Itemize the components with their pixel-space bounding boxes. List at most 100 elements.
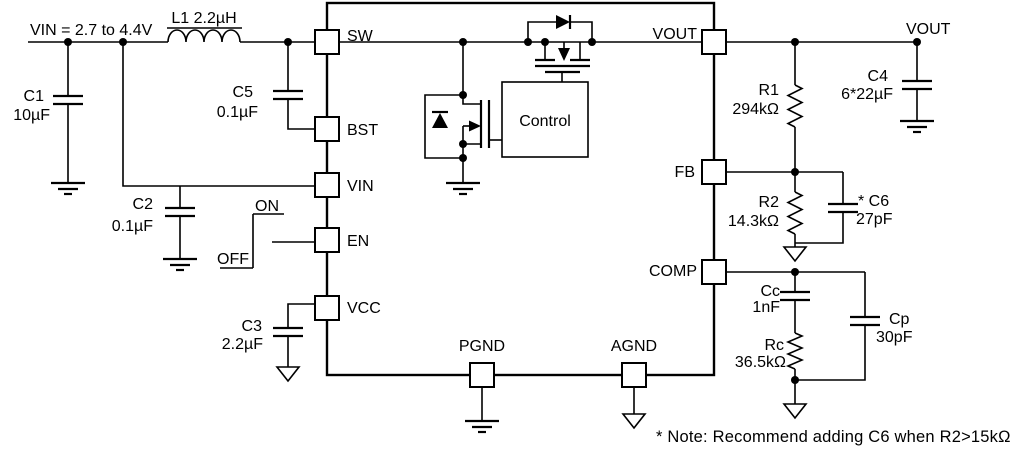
wire xyxy=(726,171,844,247)
pin-agnd: AGND xyxy=(611,338,657,388)
ground-earth-icon xyxy=(446,181,480,196)
capacitor-c5: C5 0.1µF xyxy=(217,42,315,130)
junction-dot xyxy=(913,38,921,46)
pin-agnd-label: AGND xyxy=(611,338,657,355)
pin-comp-label: COMP xyxy=(649,263,697,280)
junction-dot xyxy=(524,38,532,46)
c6-value: 27pF xyxy=(856,211,893,228)
ground-earth-icon xyxy=(465,419,499,434)
pin-vcc: VCC xyxy=(314,295,381,321)
cc-value: 1nF xyxy=(752,299,780,316)
c3-value: 2.2µF xyxy=(222,336,263,353)
pin-pgnd-label: PGND xyxy=(459,338,505,355)
output-vout-label: VOUT xyxy=(906,21,951,38)
pin-box xyxy=(314,172,340,198)
inductor-coil-icon xyxy=(167,29,241,43)
junction-dots xyxy=(64,38,921,384)
inductor-l1: L1 2.2µH xyxy=(167,10,242,43)
pin-vcc-label: VCC xyxy=(347,300,381,317)
control-box xyxy=(501,81,589,158)
diode-branch xyxy=(527,21,593,42)
cap-plates xyxy=(273,89,303,101)
compensation-network: Cc 1nF Rc 36.5kΩ Cp 30pF xyxy=(726,271,913,420)
diode-branch xyxy=(424,94,463,159)
step-waveform-icon xyxy=(220,213,284,269)
ground-earth-icon xyxy=(900,119,934,134)
wire xyxy=(287,303,315,367)
pin-vout: VOUT xyxy=(653,26,727,55)
junction-dot xyxy=(459,91,467,99)
pin-box xyxy=(314,116,340,142)
ic-outline xyxy=(325,1,716,377)
r1-name: R1 xyxy=(759,82,780,99)
junction-dot xyxy=(64,38,72,46)
r2-value: 14.3kΩ xyxy=(728,213,779,230)
capacitor-c2: C2 0.1µF xyxy=(112,186,197,272)
capacitor-c4: C4 6*22µF xyxy=(841,42,934,134)
pin-box xyxy=(314,29,340,55)
c2-name: C2 xyxy=(133,196,154,213)
junction-dot xyxy=(791,168,799,176)
fb-network: R2 14.3kΩ * C6 27pF xyxy=(726,171,893,263)
inductor-label: L1 2.2µH xyxy=(171,10,236,27)
c3-name: C3 xyxy=(242,318,263,335)
ground-triangle-icon xyxy=(275,366,301,383)
cap-plates xyxy=(165,206,195,218)
c1-name: C1 xyxy=(24,88,45,105)
resistor-zigzag-icon xyxy=(786,191,804,235)
rc-value: 36.5kΩ xyxy=(735,354,786,371)
body-diode-low-icon xyxy=(432,113,448,128)
capacitor-c3: C3 2.2µF xyxy=(222,303,315,383)
wire xyxy=(287,42,315,130)
c5-value: 0.1µF xyxy=(217,104,258,121)
ground-earth-icon xyxy=(163,257,197,272)
cap-plates xyxy=(273,326,303,338)
junction-dot xyxy=(459,38,467,46)
c2-value: 0.1µF xyxy=(112,218,153,235)
cp-value: 30pF xyxy=(876,329,913,346)
agnd-ground xyxy=(621,387,647,430)
junction-dot xyxy=(791,38,799,46)
junction-dot xyxy=(588,38,596,46)
junction-dot xyxy=(541,38,549,46)
pin-box xyxy=(701,29,727,55)
pin-vin: VIN xyxy=(314,172,374,198)
c1-value: 10µF xyxy=(13,107,50,124)
pin-box xyxy=(314,295,340,321)
cap-plates xyxy=(53,94,83,106)
control-label: Control xyxy=(519,113,571,130)
rc-name: Rc xyxy=(764,337,784,354)
capacitor-c1: C1 10µF xyxy=(13,42,85,196)
resistor-zigzag-icon xyxy=(786,84,804,128)
input-rail: VIN = 2.7 to 4.4V xyxy=(28,22,315,43)
pin-en: EN xyxy=(314,227,369,253)
ground-triangle-icon xyxy=(621,413,647,430)
pin-sw: SW xyxy=(314,28,374,55)
pin-box xyxy=(701,259,727,285)
pin-en-label: EN xyxy=(347,233,369,250)
on-label: ON xyxy=(255,198,279,215)
pin-sw-label: SW xyxy=(347,28,374,45)
off-label: OFF xyxy=(217,251,249,268)
pin-box xyxy=(314,227,340,253)
c4-name: C4 xyxy=(868,68,889,85)
pin-pgnd: PGND xyxy=(459,338,505,388)
pin-bst-label: BST xyxy=(347,122,378,139)
junction-dot xyxy=(119,38,127,46)
junction-dot xyxy=(459,140,467,148)
cap-plates xyxy=(828,202,858,214)
pin-fb: FB xyxy=(675,159,727,185)
cp-name: Cp xyxy=(889,311,910,328)
pmos-arrow-icon xyxy=(558,48,570,61)
nmos-arrow-icon xyxy=(469,120,481,132)
pin-box xyxy=(701,159,727,185)
junction-dot xyxy=(791,268,799,276)
c4-value: 6*22µF xyxy=(841,86,893,103)
ground-triangle-icon xyxy=(782,403,808,420)
control-block: Control xyxy=(501,81,589,158)
footnote: * Note: Recommend adding C6 when R2>15kΩ xyxy=(656,428,1011,446)
cc-name: Cc xyxy=(760,283,780,300)
high-side-mosfet xyxy=(527,15,593,82)
wire xyxy=(122,42,315,187)
